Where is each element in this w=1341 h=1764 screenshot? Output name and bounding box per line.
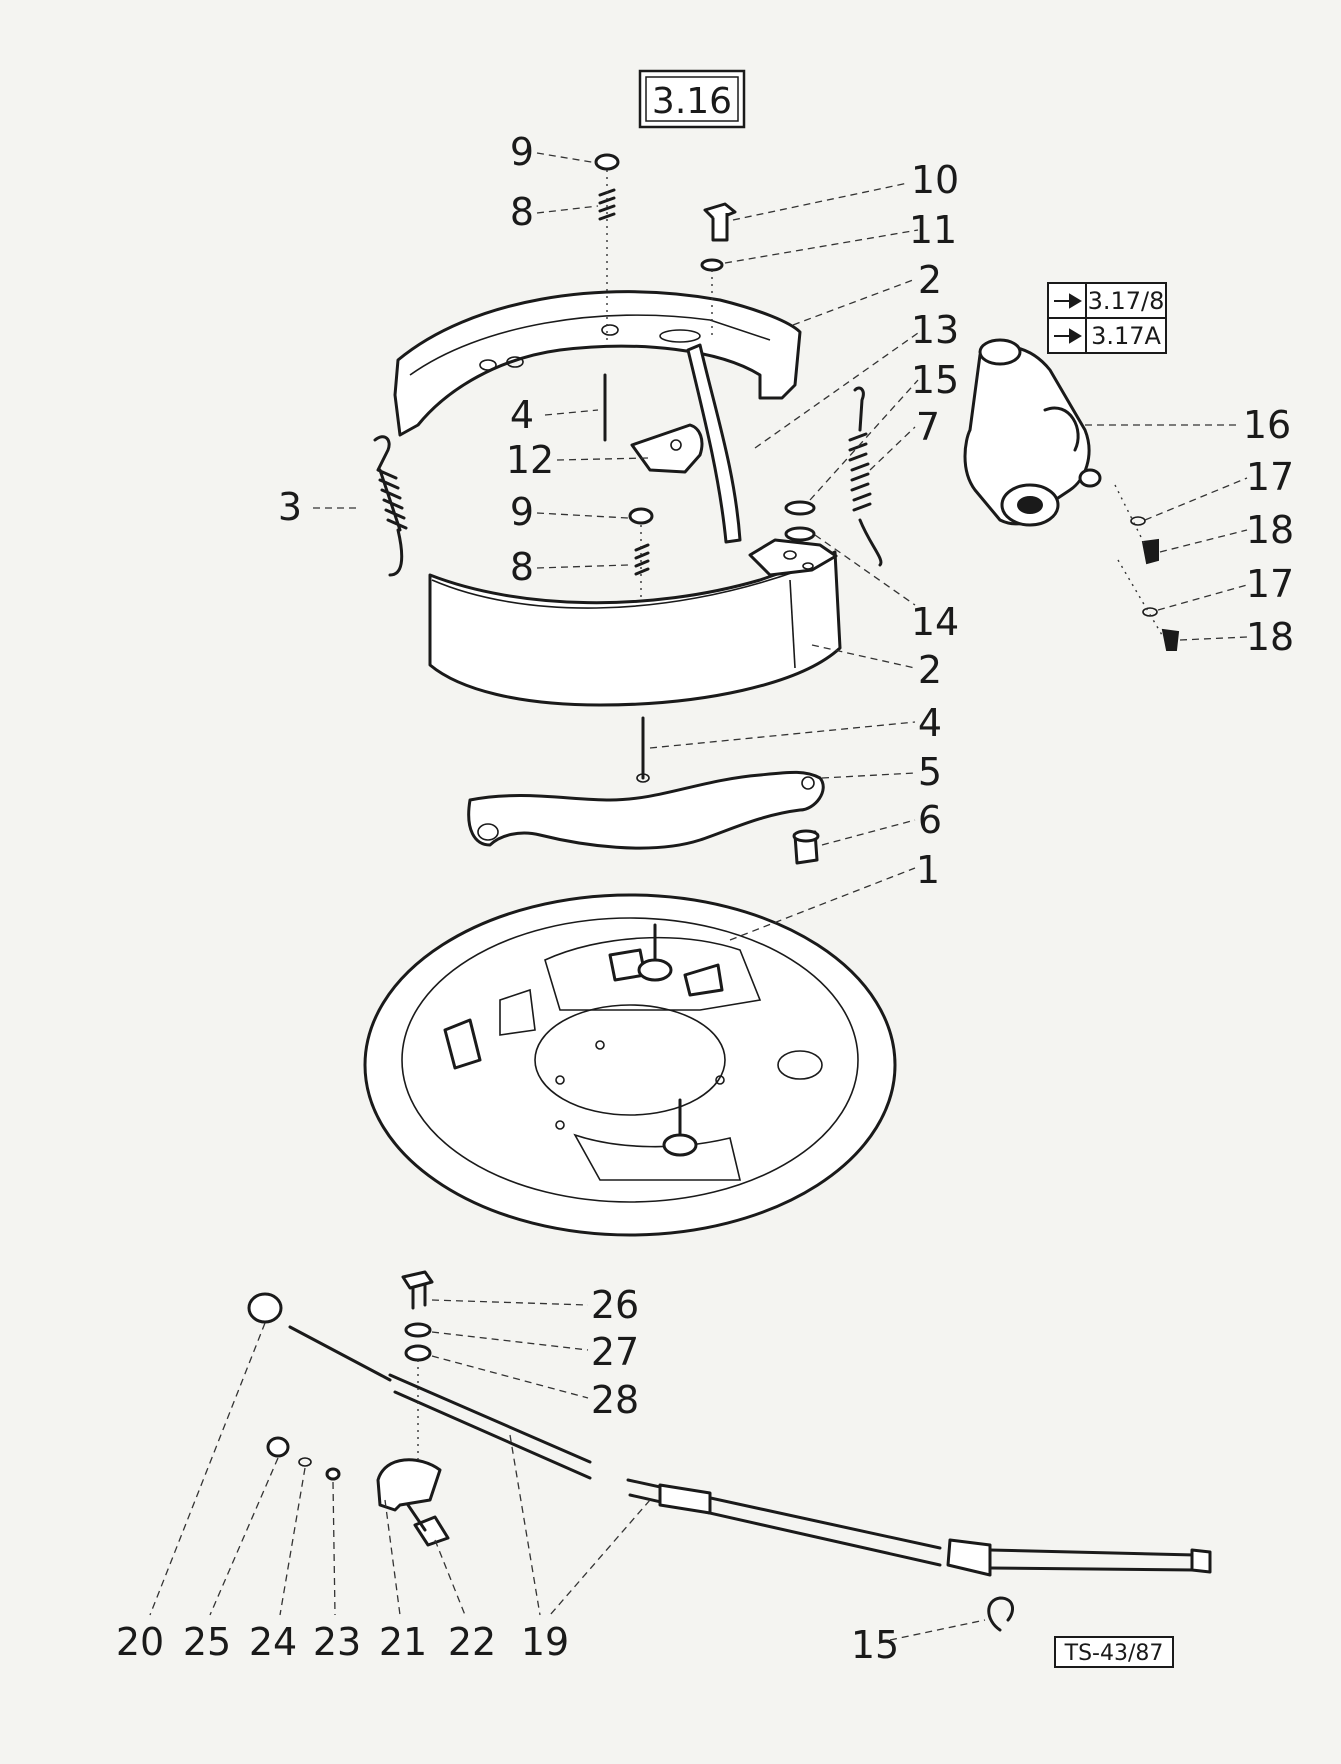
callout-18: 18 [1246,615,1294,659]
handbrake-cable-19 [247,1292,1212,1577]
callout-8: 8 [510,190,534,234]
bolt-26-washers-27-28 [401,1270,434,1362]
callout-2: 2 [918,648,942,692]
callout-24: 24 [249,1620,297,1664]
callout-15: 15 [911,358,959,402]
arrow-right-icon [1054,293,1082,309]
callout-7: 7 [916,405,940,449]
callout-6: 6 [918,798,942,842]
callout-25: 25 [183,1620,231,1664]
callout-5: 5 [918,750,942,794]
callout-26: 26 [591,1283,639,1327]
section-number-box: 3.16 [638,69,746,129]
wheel-cylinder-16 [963,338,1102,527]
callout-3: 3 [278,485,302,529]
callout-4: 4 [510,393,534,437]
lower-brake-shoe [428,538,842,707]
cable-clamp-21-22-25 [266,1436,450,1547]
cross-reference-box: 3.17/8 3.17A [1047,282,1167,354]
callout-16: 16 [1243,403,1291,447]
callout-22: 22 [448,1620,496,1664]
section-number: 3.16 [652,81,732,122]
callout-15: 15 [851,1623,899,1667]
bleed-screws-17-18 [1130,516,1180,651]
callout-4: 4 [918,701,942,745]
callout-9: 9 [510,490,534,534]
callout-21: 21 [379,1620,427,1664]
leader-lines [149,152,1248,1641]
bolt-10-and-washer-11 [700,202,737,272]
adjusting-nut-6 [792,829,820,865]
callout-labels: 9 8 10 11 2 13 15 7 4 12 3 9 8 14 2 4 5 … [116,130,1294,1667]
callout-17: 17 [1246,455,1294,499]
callout-18: 18 [1246,508,1294,552]
backing-plate-1 [363,893,897,1237]
callout-17: 17 [1246,562,1294,606]
clip-15 [987,1596,1014,1632]
return-spring-right [848,386,883,567]
callout-8: 8 [510,545,534,589]
cross-reference: 3.17/8 [1088,287,1165,315]
upper-brake-shoe [393,290,802,544]
callout-9: 9 [510,130,534,174]
callout-19: 19 [521,1620,569,1664]
callout-20: 20 [116,1620,164,1664]
callout-14: 14 [911,600,959,644]
callout-1: 1 [916,848,940,892]
callout-27: 27 [591,1330,639,1374]
parking-lever-5 [467,770,825,850]
cross-reference: 3.17A [1091,322,1161,350]
callout-10: 10 [911,158,959,202]
washers-14-15 [784,500,816,542]
callout-11: 11 [909,208,957,252]
callout-28: 28 [591,1378,639,1422]
callout-2: 2 [918,258,942,302]
arrow-right-icon [1054,328,1082,344]
springs-and-cups [594,153,654,576]
adjuster-lever [630,423,704,474]
drawing-code-box: TS-43/87 [1054,1636,1174,1668]
return-spring-left [373,435,408,577]
callout-23: 23 [313,1620,361,1664]
callout-12: 12 [506,438,554,482]
callout-13: 13 [911,308,959,352]
drawing-code: TS-43/87 [1064,1641,1164,1666]
retaining-pins [603,373,650,783]
